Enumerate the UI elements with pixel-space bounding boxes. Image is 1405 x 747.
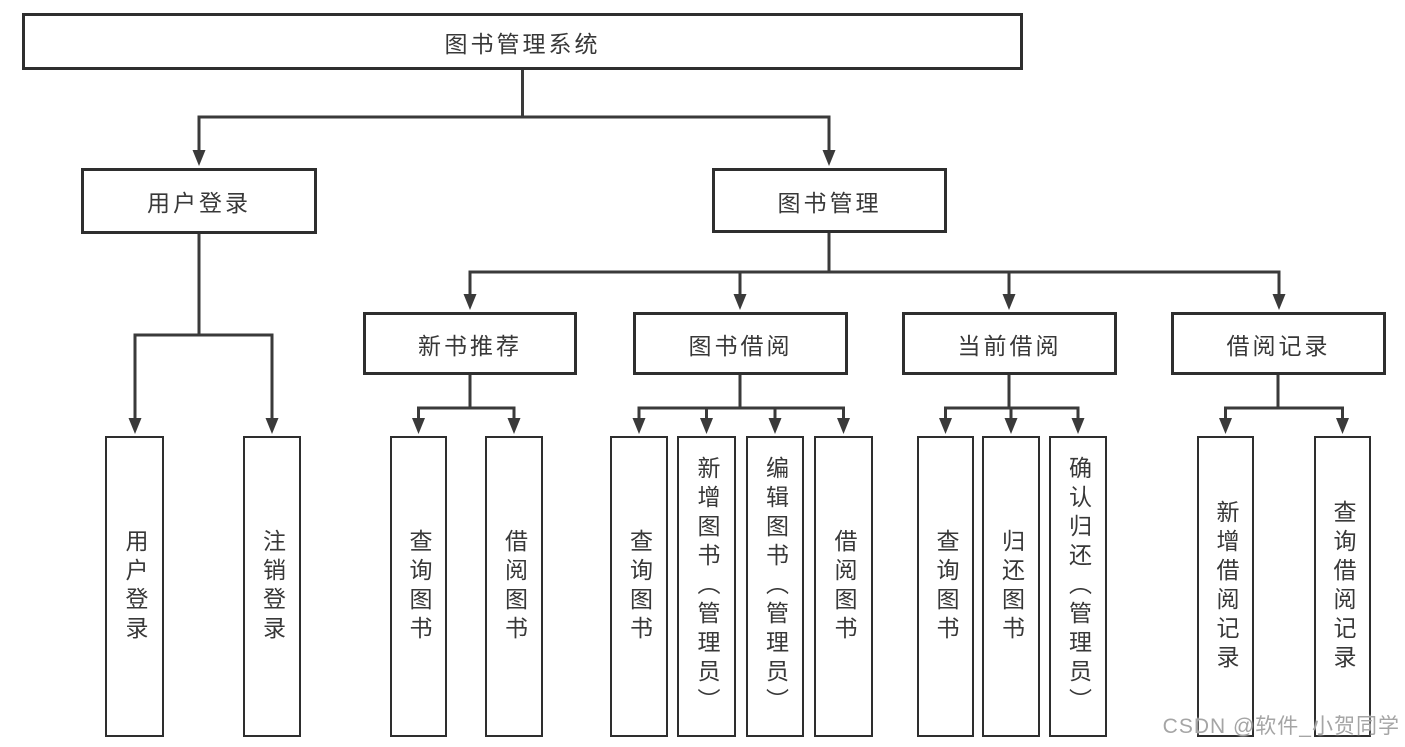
node-label: 用户登录 (122, 528, 148, 645)
node-current-borrow: 当前借阅 (902, 312, 1117, 375)
leaf-query-book-current: 查询图书 (917, 436, 974, 737)
leaf-edit-book-admin: 编辑图书（管理员） (746, 436, 804, 737)
arrowhead (768, 418, 782, 434)
arrowhead (733, 294, 747, 310)
leaf-query-book: 查询图书 (610, 436, 668, 737)
arrowhead (632, 418, 646, 434)
leaf-query-borrow-record: 查询借阅记录 (1314, 436, 1371, 737)
arrowhead (412, 418, 425, 434)
leaf-logout: 注销登录 (243, 436, 301, 737)
arrowhead (1219, 418, 1232, 434)
arrowhead (837, 418, 850, 434)
node-label: 图书借阅 (688, 332, 793, 359)
arrowhead (1336, 418, 1349, 434)
node-user-login-group: 用户登录 (81, 168, 317, 234)
arrowhead (192, 150, 206, 166)
node-label: 借阅记录 (1226, 332, 1331, 359)
leaf-borrow-book: 借阅图书 (814, 436, 873, 737)
node-label: 编辑图书（管理员） (762, 456, 789, 717)
node-label: 借阅图书 (831, 528, 857, 645)
node-label: 归还图书 (998, 528, 1025, 645)
node-book-borrow: 图书借阅 (633, 312, 848, 375)
node-label: 当前借阅 (957, 332, 1062, 359)
node-book-management: 图书管理 (712, 168, 947, 233)
leaf-user-login: 用户登录 (105, 436, 164, 737)
leaf-return-book: 归还图书 (982, 436, 1040, 737)
leaf-borrow-book-recommend: 借阅图书 (485, 436, 543, 737)
node-label: 用户登录 (147, 190, 251, 216)
node-label: 新增图书（管理员） (694, 456, 720, 717)
node-label: 注销登录 (259, 528, 286, 645)
arrowhead (939, 418, 952, 434)
node-new-book-recommend: 新书推荐 (363, 312, 577, 375)
node-borrow-record: 借阅记录 (1171, 312, 1386, 375)
node-label: 查询图书 (626, 528, 653, 645)
arrowhead (463, 294, 477, 310)
node-root-library-management-system: 图书管理系统 (22, 13, 1023, 70)
node-label: 查询图书 (406, 528, 432, 645)
node-label: 查询借阅记录 (1330, 499, 1356, 674)
node-label: 图书管理系统 (444, 30, 601, 57)
arrowhead (507, 418, 521, 434)
node-label: 确认归还（管理员） (1065, 456, 1092, 717)
arrowhead (1002, 294, 1016, 310)
leaf-query-book-recommend: 查询图书 (390, 436, 447, 737)
node-label: 新书推荐 (418, 332, 522, 359)
arrowhead (1071, 418, 1085, 434)
node-label: 借阅图书 (501, 528, 528, 645)
node-label: 图书管理 (777, 189, 882, 216)
arrowhead (822, 150, 836, 166)
arrowhead (265, 418, 279, 434)
arrowhead (700, 418, 713, 434)
arrowhead (1004, 418, 1018, 434)
node-label: 新增借阅记录 (1213, 499, 1239, 674)
arrowhead (1272, 294, 1286, 310)
node-label: 查询图书 (933, 528, 959, 645)
leaf-add-borrow-record: 新增借阅记录 (1197, 436, 1254, 737)
arrowhead (128, 418, 142, 434)
leaf-add-book-admin: 新增图书（管理员） (677, 436, 736, 737)
leaf-confirm-return-admin: 确认归还（管理员） (1049, 436, 1107, 737)
csdn-watermark: CSDN @软件_小贺同学 (1162, 715, 1400, 738)
